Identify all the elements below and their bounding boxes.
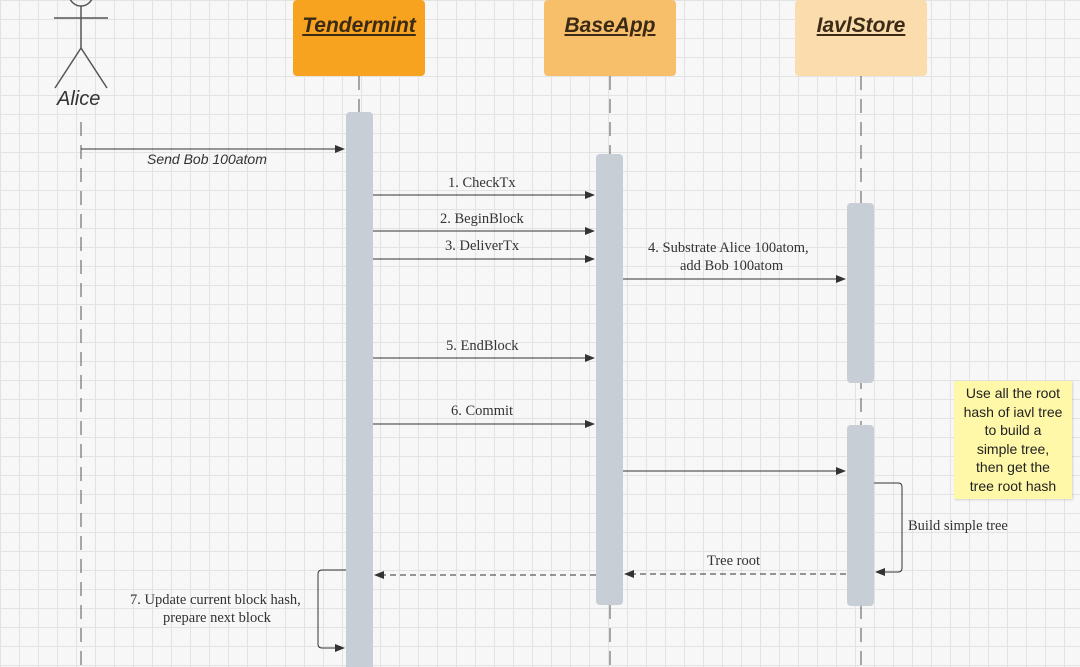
participant-baseapp: BaseApp <box>544 0 676 76</box>
actor-alice-figure <box>54 0 108 89</box>
activation-tendermint <box>346 112 373 667</box>
arrow-build-tree <box>874 482 903 576</box>
participant-baseapp-label: BaseApp <box>564 14 656 37</box>
participant-iavl-label: IavlStore <box>816 14 906 37</box>
actor-alice-label: Alice <box>57 88 101 110</box>
msg-endblock: 5. EndBlock <box>446 338 519 354</box>
msg-update-line1: 7. Update current block hash, <box>130 592 301 608</box>
msg-beginblock: 2. BeginBlock <box>440 211 524 227</box>
participant-iavl: IavlStore <box>795 0 927 76</box>
participant-tendermint-label: Tendermint <box>302 14 416 37</box>
sticky-note: Use all the root hash of iavl tree to bu… <box>954 381 1072 499</box>
msg-send: Send Bob 100atom <box>147 151 267 167</box>
activation-iavl-1 <box>847 203 874 383</box>
msg-substrate-line1: 4. Substrate Alice 100atom, <box>648 240 809 256</box>
msg-checktx: 1. CheckTx <box>448 175 516 191</box>
arrow-update-hash <box>317 569 346 652</box>
activation-baseapp <box>596 154 623 605</box>
participant-tendermint: Tendermint <box>293 0 425 76</box>
msg-build-tree: Build simple tree <box>908 518 1008 534</box>
msg-delivertx: 3. DeliverTx <box>445 238 520 254</box>
msg-substrate-line2: add Bob 100atom <box>680 258 784 274</box>
msg-commit: 6. Commit <box>451 403 514 419</box>
activation-iavl-2 <box>847 425 874 606</box>
msg-update-line2: prepare next block <box>163 610 271 626</box>
msg-tree-root: Tree root <box>707 553 761 569</box>
